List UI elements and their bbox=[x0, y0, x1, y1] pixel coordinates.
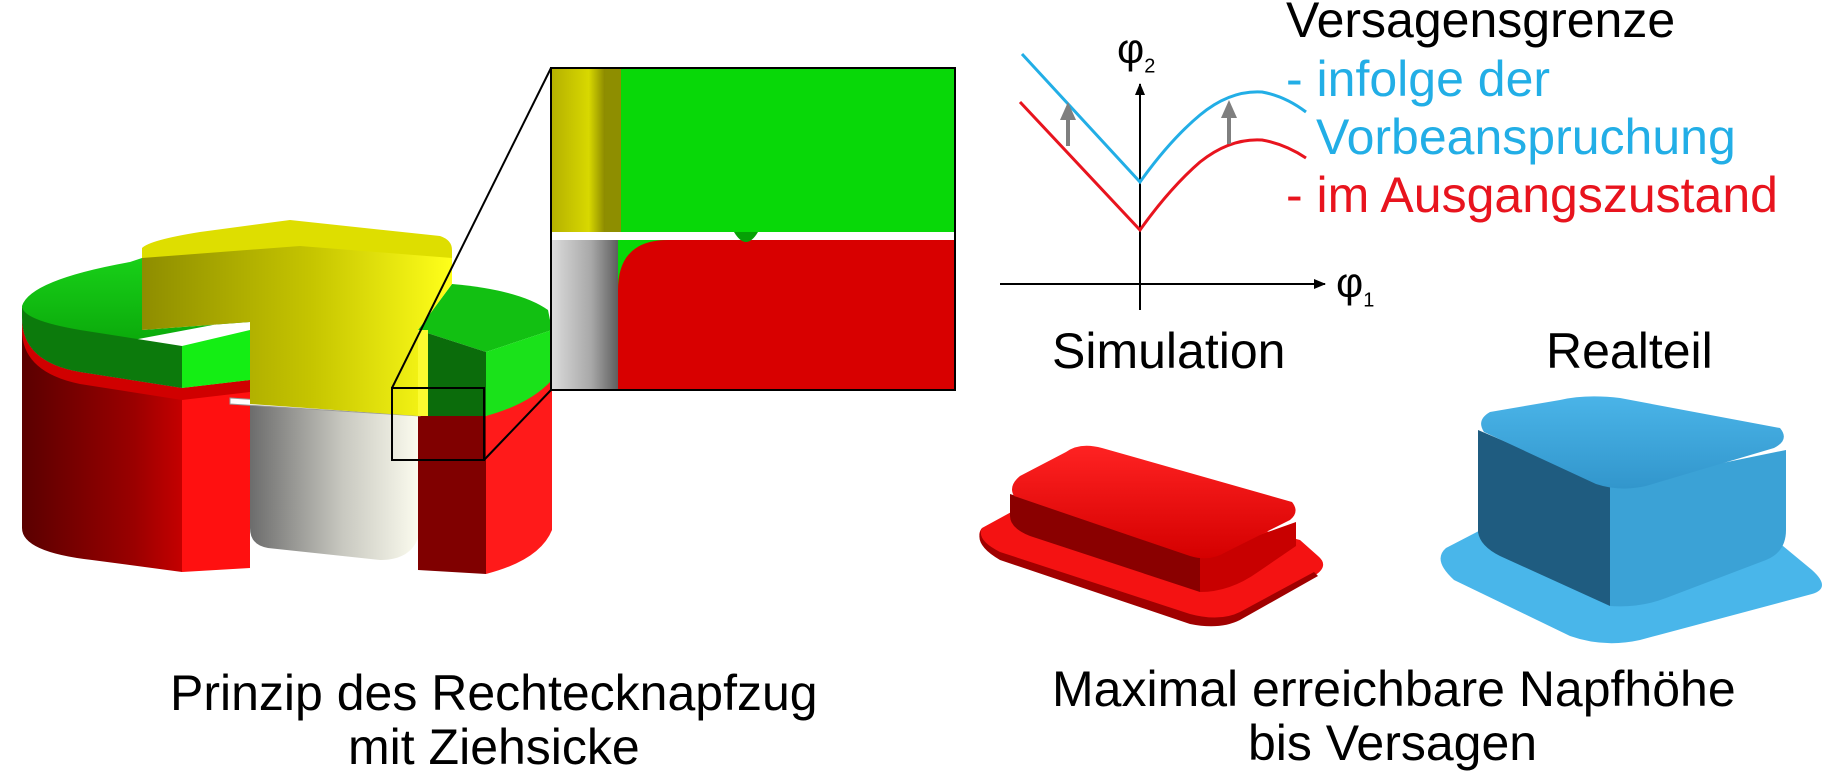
blankholder-side-right bbox=[486, 330, 552, 416]
label-simulation: Simulation bbox=[1052, 323, 1286, 379]
blankholder-face-right bbox=[418, 330, 486, 416]
legend-item-preload-cont: Vorbeanspruchung bbox=[1316, 109, 1736, 165]
zoom-inset bbox=[550, 67, 956, 391]
label-realteil: Realteil bbox=[1546, 323, 1713, 379]
fld-chart bbox=[1000, 52, 1326, 310]
cup-blue-side bbox=[1610, 450, 1786, 607]
die-top-edge bbox=[22, 318, 250, 400]
inset-punch bbox=[551, 240, 618, 390]
legend-item-initial: - im Ausgangszustand bbox=[1286, 167, 1778, 223]
y-axis-label: φ2 bbox=[1117, 25, 1156, 78]
left-caption-line1: Prinzip des Rechtecknapfzug bbox=[170, 665, 818, 721]
right-caption-line2: bis Versagen bbox=[1248, 715, 1538, 771]
legend-item-preload: - infolge der bbox=[1286, 51, 1551, 107]
inset-die bbox=[618, 240, 955, 390]
die-left-body bbox=[22, 318, 182, 572]
right-caption-line1: Maximal erreichbare Napfhöhe bbox=[1052, 661, 1736, 717]
inset-bead bbox=[734, 232, 758, 242]
cup-red-front bbox=[1010, 494, 1200, 592]
limit-curve-red bbox=[1018, 100, 1307, 233]
cup-red-flange-shade bbox=[979, 528, 1318, 627]
arrow-up-icon bbox=[1060, 102, 1076, 146]
cup-red-top bbox=[1012, 445, 1296, 559]
cup-blue-top bbox=[1481, 396, 1784, 489]
legend-title: Versagensgrenze bbox=[1286, 0, 1676, 48]
punch bbox=[250, 404, 418, 560]
cup-red-3d bbox=[979, 445, 1324, 627]
x-axis-label: φ1 bbox=[1336, 259, 1375, 312]
arrow-up-icon bbox=[1221, 100, 1237, 144]
blankholder-top-right bbox=[418, 284, 552, 352]
left-caption-line2: mit Ziehsicke bbox=[348, 719, 640, 775]
limit-curve-blue bbox=[1020, 52, 1307, 185]
die-right-side bbox=[486, 360, 552, 574]
blankholder-top-left bbox=[22, 258, 250, 350]
blankholder-face-left bbox=[182, 330, 250, 388]
stamp-side bbox=[418, 330, 428, 416]
blankholder-front-left bbox=[22, 306, 182, 388]
die-left-front bbox=[182, 380, 250, 572]
zoom-box bbox=[391, 67, 552, 461]
cup-red-side bbox=[1200, 522, 1296, 592]
tool-assembly-3d bbox=[22, 220, 552, 574]
cup-blue-3d bbox=[1440, 396, 1822, 644]
stamp-front bbox=[142, 246, 452, 416]
die-right-front bbox=[418, 416, 486, 574]
